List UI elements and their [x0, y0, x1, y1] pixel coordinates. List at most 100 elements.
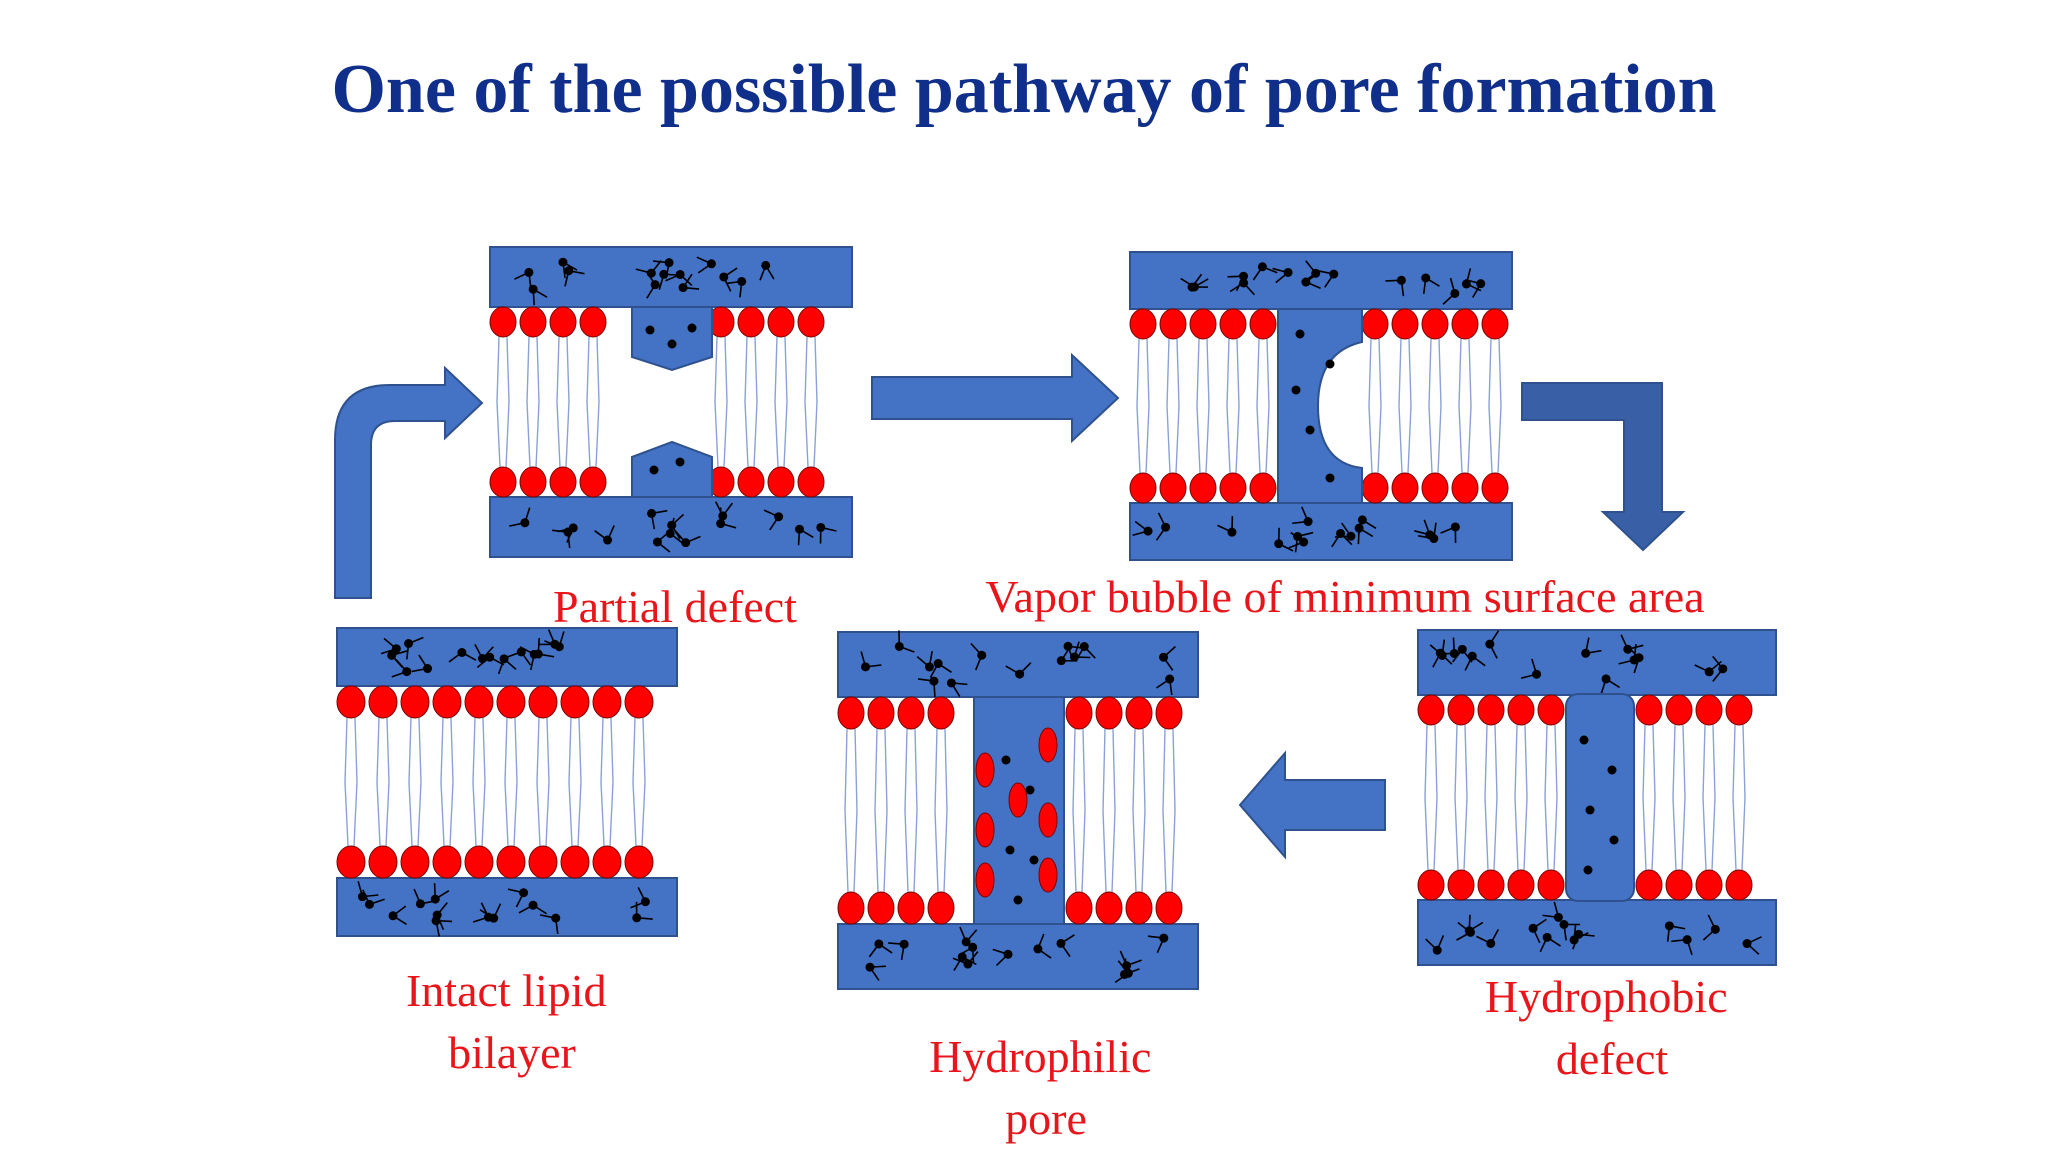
- lipid-head: [927, 891, 955, 925]
- lipid-tail: [556, 336, 561, 468]
- lipid-tail: [1102, 728, 1107, 893]
- water-molecule: [1542, 932, 1552, 942]
- panel-hydrophilic-pore: [837, 630, 1199, 990]
- water-molecule: [563, 527, 573, 537]
- water-molecule: [1336, 528, 1346, 538]
- lipid-head: [549, 306, 577, 338]
- water-molecule: [499, 654, 509, 664]
- water-molecule: [524, 267, 534, 277]
- water-molecule: [1476, 279, 1486, 289]
- lipid-head: [519, 306, 547, 338]
- lipid-tail: [1145, 338, 1150, 474]
- stage-labels: Partial defect Vapor bubble of minimum s…: [406, 571, 1728, 1144]
- lipid-tail: [526, 336, 531, 468]
- lipid-tail: [844, 728, 849, 893]
- lipid-tail: [586, 336, 591, 468]
- water-molecule: [1450, 522, 1460, 532]
- water-molecule: [968, 942, 978, 952]
- lipid-tail: [1424, 724, 1429, 871]
- lipid-tail: [1437, 338, 1442, 474]
- label-hydrophilic-pore: Hydrophilic pore: [929, 1031, 1163, 1144]
- lipid-tail: [934, 728, 939, 893]
- lipid-head: [560, 685, 590, 719]
- lipid-head: [579, 466, 607, 498]
- water-molecule: [667, 339, 677, 349]
- lipid-head: [1507, 694, 1535, 726]
- lipid-tail: [1136, 338, 1141, 474]
- water-molecule: [402, 667, 412, 677]
- water-molecule: [1623, 644, 1633, 654]
- lipid-head: [464, 845, 494, 879]
- lipid-head: [1417, 694, 1445, 726]
- water-layer: [1417, 629, 1777, 696]
- lipid-head: [1129, 472, 1157, 504]
- label-partial-defect: Partial defect: [553, 581, 797, 632]
- lipid-tail: [1681, 724, 1686, 871]
- label-vapor-bubble: Vapor bubble of minimum surface area: [985, 571, 1704, 622]
- water-molecule: [1710, 924, 1720, 934]
- lipid-tail: [344, 717, 349, 847]
- water-molecule: [1299, 537, 1309, 547]
- water-molecule: [391, 644, 401, 654]
- lipid-tail: [1454, 724, 1459, 871]
- lipid-tail: [1072, 728, 1077, 893]
- arrow-up-right: [334, 365, 484, 599]
- lipid-head: [496, 685, 526, 719]
- lipid-head: [549, 466, 577, 498]
- lipid-head: [579, 306, 607, 338]
- water-molecule: [489, 913, 499, 923]
- lipid-head: [1537, 869, 1565, 901]
- water-molecule: [1301, 277, 1311, 287]
- water-molecule: [647, 508, 657, 518]
- water-channel: [1277, 308, 1363, 504]
- water-molecule: [388, 911, 398, 921]
- water-molecule: [1303, 517, 1313, 527]
- water-layer: [489, 246, 853, 308]
- lipid-tail: [1493, 724, 1498, 871]
- lipid-head-pore: [975, 752, 995, 788]
- water-molecule: [1421, 273, 1431, 283]
- lipid-head: [1219, 472, 1247, 504]
- lipid-tail: [1642, 724, 1647, 871]
- lipid-head: [797, 466, 825, 498]
- water-molecule: [675, 457, 685, 467]
- lipid-tail: [1514, 724, 1519, 871]
- lipid-head: [797, 306, 825, 338]
- water-molecule: [667, 520, 677, 530]
- water-molecule: [528, 284, 538, 294]
- lipid-tail: [568, 717, 573, 847]
- water-molecule: [664, 258, 674, 268]
- lipid-tail: [1166, 338, 1171, 474]
- lipid-tail: [496, 336, 501, 468]
- lipid-tail: [1368, 338, 1373, 474]
- lipid-head: [897, 696, 925, 730]
- water-molecule: [1295, 329, 1305, 339]
- lipid-tail: [535, 336, 540, 468]
- lipid-head-pore: [975, 862, 995, 898]
- water-molecule: [387, 650, 397, 660]
- water-molecule: [528, 900, 538, 910]
- water-molecule: [1005, 845, 1015, 855]
- lipid-head: [1065, 891, 1093, 925]
- water-molecule: [774, 512, 784, 522]
- water-molecule: [404, 639, 414, 649]
- lipid-head: [867, 696, 895, 730]
- lipid-tail: [1398, 338, 1403, 474]
- lipid-head: [1537, 694, 1565, 726]
- water-molecule: [737, 276, 747, 286]
- lipid-tail: [883, 728, 888, 893]
- water-molecule: [1583, 865, 1593, 875]
- lipid-tail: [783, 336, 788, 468]
- water-molecule: [1485, 639, 1495, 649]
- arrow-right-down: [1521, 382, 1686, 552]
- lipid-head: [368, 685, 398, 719]
- water-molecule: [794, 524, 804, 534]
- water-molecule: [716, 519, 726, 529]
- lipid-head: [1065, 696, 1093, 730]
- water-molecule: [894, 641, 904, 651]
- lipid-head: [400, 845, 430, 879]
- water-molecule: [1123, 968, 1133, 978]
- lipid-head: [519, 466, 547, 498]
- lipid-tail: [753, 336, 758, 468]
